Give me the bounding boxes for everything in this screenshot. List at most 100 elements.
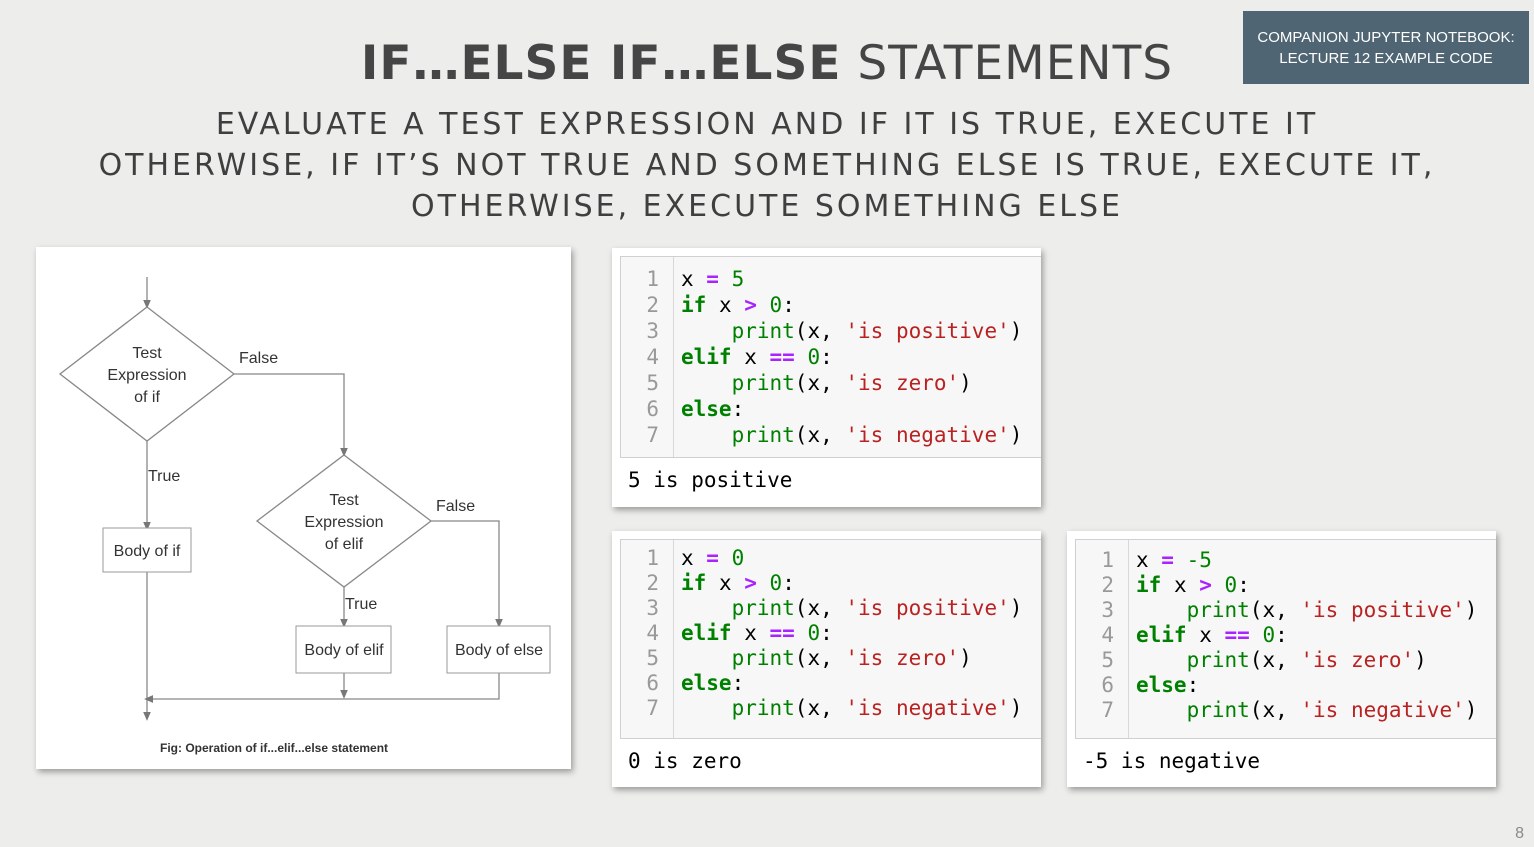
code-token: ) bbox=[1464, 598, 1478, 622]
code-token-op: = bbox=[1161, 548, 1174, 572]
code-token: x bbox=[1161, 573, 1200, 597]
code-line: print(x, 'is negative') bbox=[681, 696, 1023, 720]
cell-output: -5 is negative bbox=[1083, 749, 1261, 773]
code-token-str: 'is positive' bbox=[845, 319, 1010, 343]
code-token bbox=[1174, 548, 1187, 572]
code-token-kw: elif bbox=[681, 345, 732, 369]
code-token-bi: print bbox=[731, 319, 795, 343]
code-token bbox=[757, 571, 770, 595]
title-normal: STATEMENTS bbox=[841, 36, 1174, 91]
line-number: 1 bbox=[1101, 548, 1114, 572]
line-number: 5 bbox=[646, 646, 659, 670]
code-token: ) bbox=[959, 646, 972, 670]
code-token bbox=[681, 596, 732, 620]
code-token: (x, bbox=[794, 596, 846, 620]
code-token-str: 'is zero' bbox=[845, 646, 960, 670]
code-line: x = 5 bbox=[681, 267, 744, 291]
code-token-num: 0 bbox=[769, 571, 783, 595]
code-token-kw: if bbox=[681, 571, 707, 595]
code-token-bi: print bbox=[731, 646, 795, 670]
code-token-op: = bbox=[706, 546, 719, 570]
code-token: (x, bbox=[1249, 698, 1301, 722]
code-line: print(x, 'is zero') bbox=[1136, 648, 1427, 672]
slide-title: IF…ELSE IF…ELSE STATEMENTS bbox=[0, 36, 1534, 91]
line-number: 5 bbox=[646, 371, 659, 395]
code-token: (x, bbox=[794, 371, 846, 395]
code-line: else: bbox=[681, 397, 744, 421]
code-token bbox=[681, 423, 732, 447]
line-number: 4 bbox=[646, 621, 659, 645]
code-token: : bbox=[1237, 573, 1250, 597]
code-token-num: 0 bbox=[1262, 623, 1276, 647]
companion-notebook-badge[interactable]: COMPANION JUPYTER NOTEBOOK: LECTURE 12 E… bbox=[1243, 11, 1529, 84]
line-number: 1 bbox=[646, 267, 659, 291]
code-line: print(x, 'is zero') bbox=[681, 371, 972, 395]
code-token-kw: else bbox=[1136, 673, 1187, 697]
line-number: 3 bbox=[1101, 598, 1114, 622]
elif-true-label: True bbox=[345, 596, 377, 613]
code-token: (x, bbox=[1249, 648, 1301, 672]
code-token-num: 0 bbox=[807, 621, 821, 645]
code-token: : bbox=[731, 397, 745, 421]
code-token-bi: print bbox=[1186, 648, 1250, 672]
code-token: x bbox=[1136, 548, 1162, 572]
code-token: ) bbox=[1464, 698, 1478, 722]
code-token-bi: print bbox=[731, 696, 795, 720]
code-token: : bbox=[820, 621, 833, 645]
flowchart-figure: Test Expression of if False True Body of… bbox=[36, 247, 571, 769]
elif-test-line-2: Expression bbox=[304, 514, 383, 531]
line-number: 1 bbox=[646, 546, 659, 570]
code-token-kw: else bbox=[681, 397, 732, 421]
elif-false-label: False bbox=[436, 498, 475, 515]
line-number: 2 bbox=[646, 293, 659, 317]
line-number: 7 bbox=[646, 696, 659, 720]
code-token bbox=[1136, 698, 1187, 722]
badge-line-2: LECTURE 12 EXAMPLE CODE bbox=[1279, 50, 1493, 67]
body-else-box bbox=[446, 625, 551, 674]
code-token-op: > bbox=[744, 293, 757, 317]
code-token-num: 0 bbox=[769, 293, 783, 317]
code-line: if x > 0: bbox=[1136, 573, 1250, 597]
code-token: x bbox=[706, 571, 745, 595]
body-elif-box bbox=[295, 625, 392, 674]
code-line: elif x == 0: bbox=[1136, 623, 1288, 647]
code-token: : bbox=[731, 671, 745, 695]
code-token-op: = bbox=[706, 267, 719, 291]
code-token bbox=[1212, 573, 1225, 597]
code-token-num: 0 bbox=[1224, 573, 1238, 597]
code-token-op: == bbox=[1224, 623, 1250, 647]
code-token-num: -5 bbox=[1186, 548, 1212, 572]
line-number: 3 bbox=[646, 319, 659, 343]
if-test-line-2: Expression bbox=[107, 367, 186, 384]
if-test-line-1: Test bbox=[132, 345, 162, 362]
code-token bbox=[1136, 598, 1187, 622]
cell-output: 5 is positive bbox=[628, 468, 793, 492]
code-line: print(x, 'is negative') bbox=[681, 423, 1023, 447]
code-token: : bbox=[1275, 623, 1288, 647]
code-token: x bbox=[1186, 623, 1225, 647]
title-bold: IF…ELSE IF…ELSE bbox=[360, 36, 842, 91]
code-token bbox=[681, 319, 732, 343]
code-token-bi: print bbox=[1186, 598, 1250, 622]
code-token: x bbox=[731, 345, 770, 369]
code-token: ) bbox=[1009, 423, 1023, 447]
code-token: x bbox=[706, 293, 745, 317]
line-number: 6 bbox=[646, 397, 659, 421]
code-token-bi: print bbox=[731, 371, 795, 395]
code-token-str: 'is zero' bbox=[1300, 648, 1415, 672]
code-token bbox=[719, 267, 732, 291]
code-line: else: bbox=[1136, 673, 1199, 697]
code-token: : bbox=[1186, 673, 1200, 697]
subtitle-line-2: OTHERWISE, IF IT’S NOT TRUE AND SOMETHIN… bbox=[98, 148, 1436, 183]
code-token: (x, bbox=[794, 423, 846, 447]
page-number: 8 bbox=[1515, 825, 1524, 842]
code-token: x bbox=[731, 621, 770, 645]
